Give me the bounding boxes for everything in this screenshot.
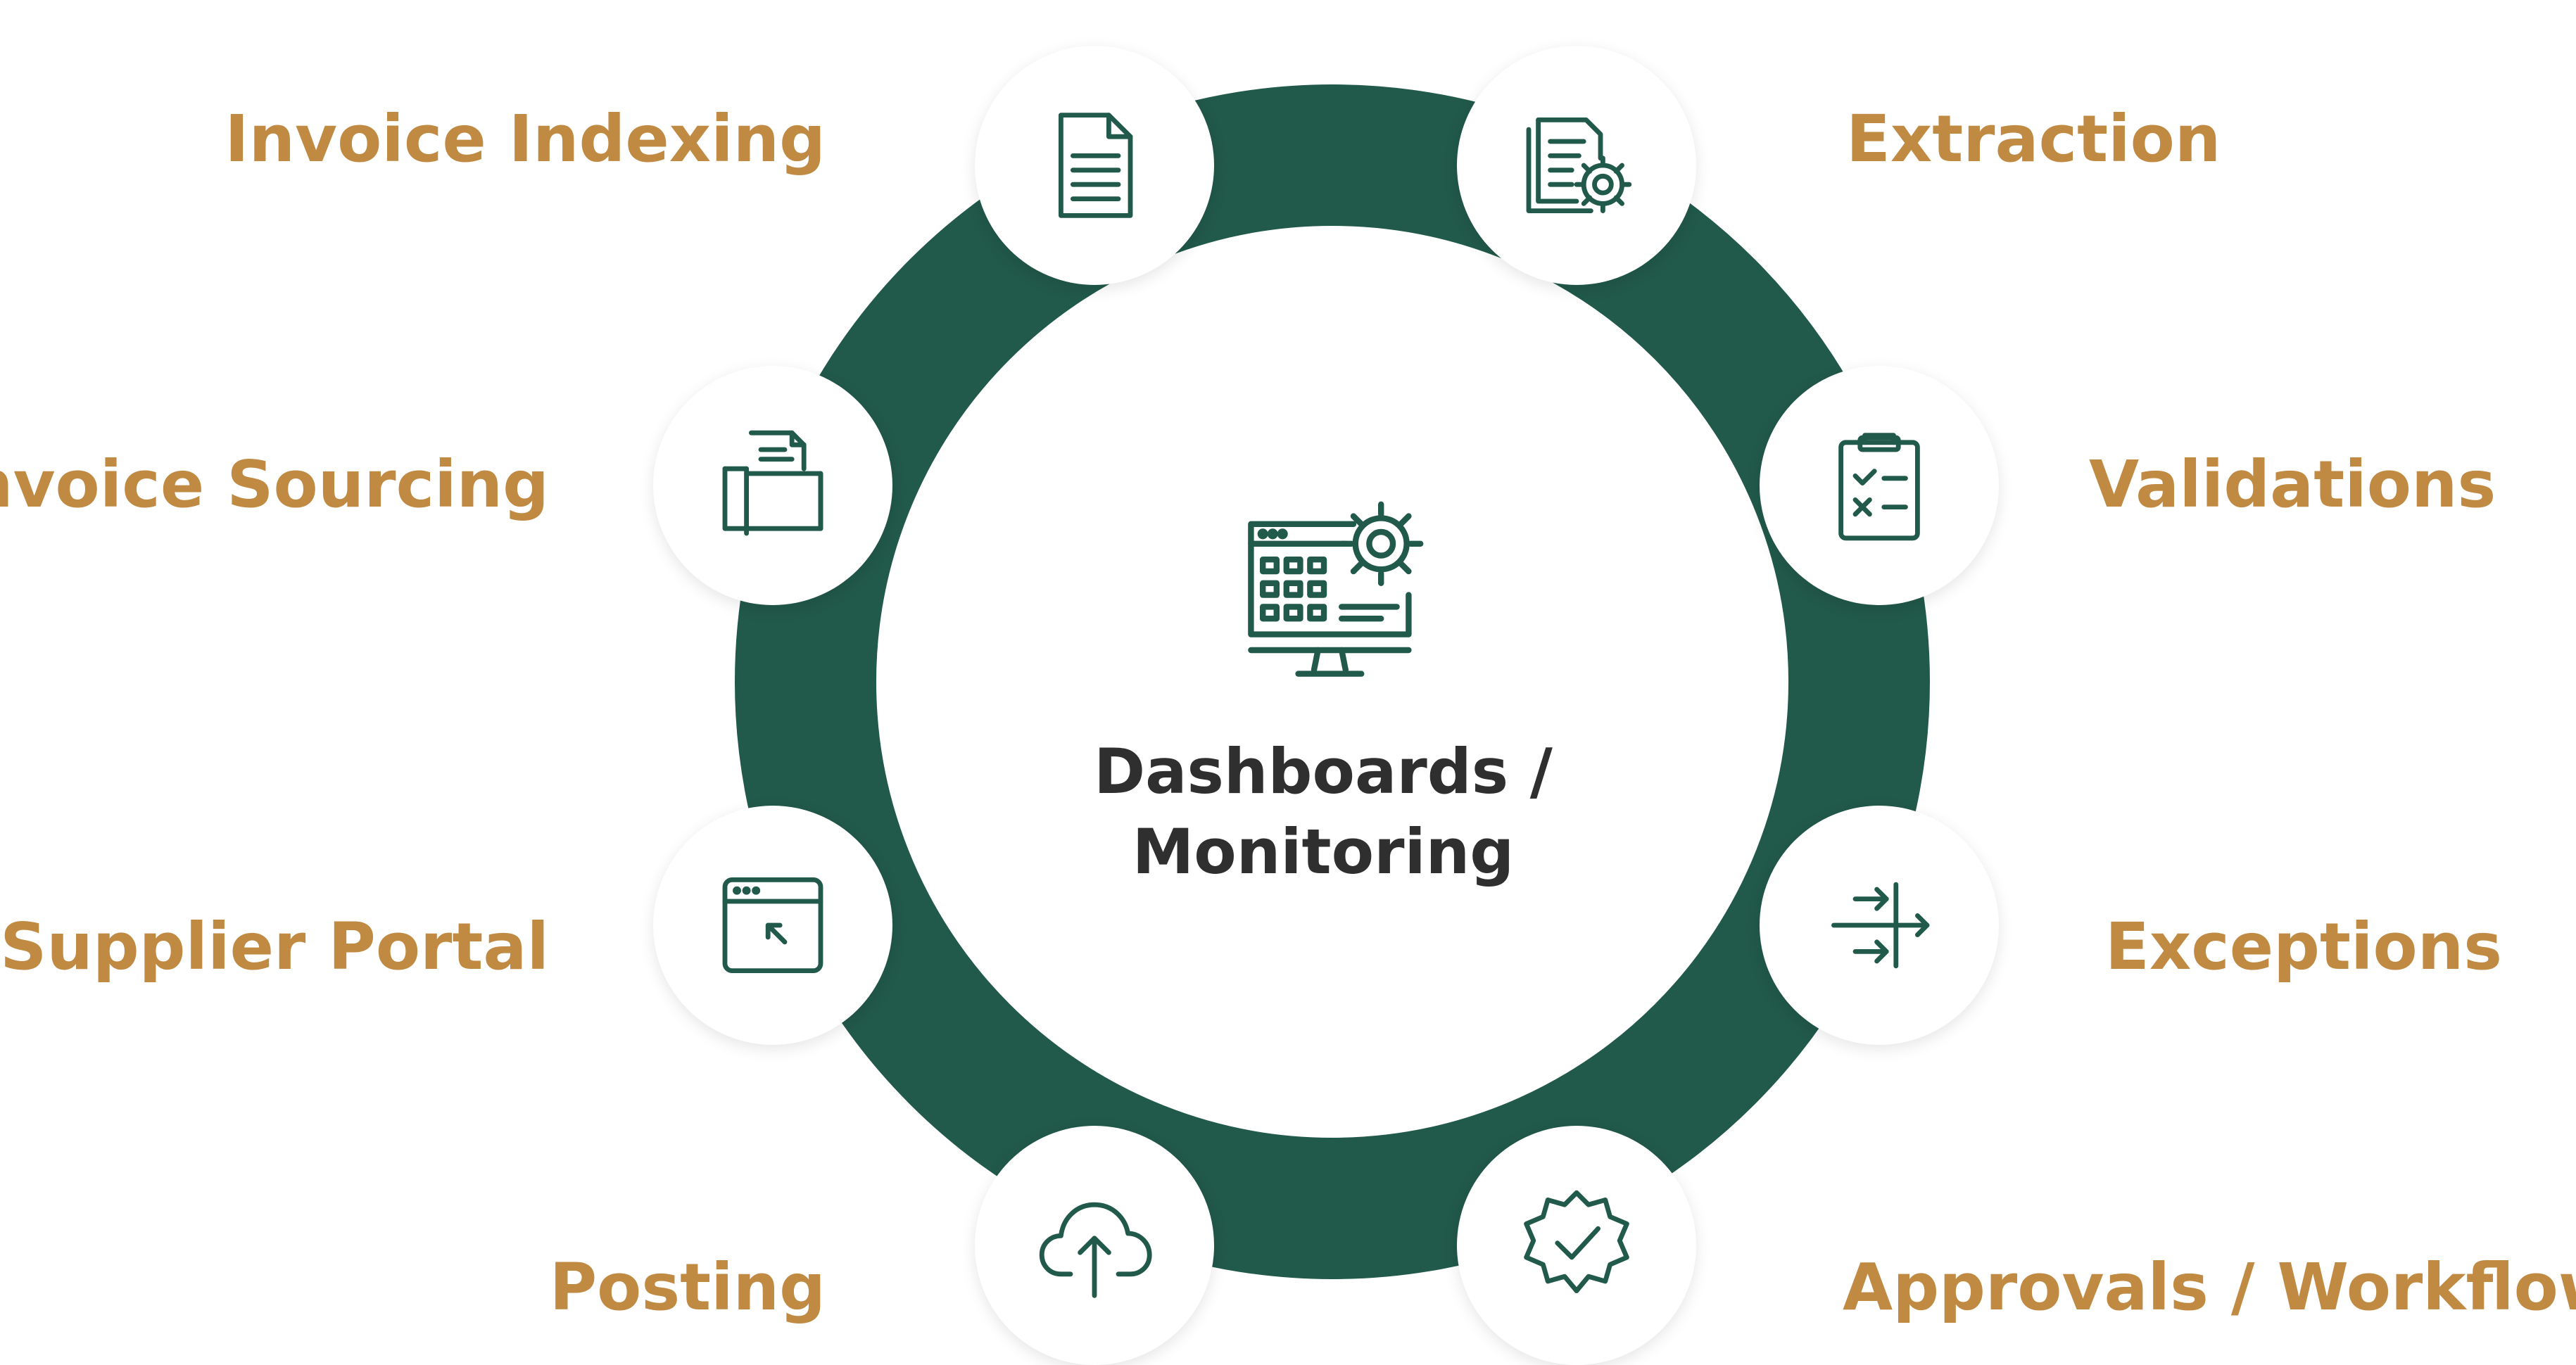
node-exceptions	[1760, 806, 1999, 1045]
node-validations	[1760, 366, 1999, 605]
label-invoice-indexing: Invoice Indexing	[225, 101, 826, 177]
node-supplier-portal	[653, 806, 892, 1045]
arrows-to-bar-icon	[1831, 882, 1930, 969]
document-icon	[1059, 113, 1133, 218]
node-invoice-indexing	[975, 46, 1214, 285]
label-approvals-workflows: Approvals / Workflows	[1843, 1250, 2576, 1325]
center-title-line2: Monitoring	[1132, 815, 1515, 889]
dashboard-monitor-gear-icon	[1248, 501, 1424, 677]
label-exceptions: Exceptions	[2105, 909, 2502, 984]
node-invoice-sourcing	[653, 366, 892, 605]
node-approvals-workflows	[1457, 1126, 1696, 1365]
badge-check-icon	[1524, 1190, 1629, 1293]
cloud-upload-icon	[1039, 1202, 1152, 1298]
node-posting	[975, 1126, 1214, 1365]
label-posting: Posting	[549, 1250, 826, 1325]
clipboard-checklist-icon	[1838, 433, 1920, 541]
label-validations: Validations	[2089, 447, 2496, 522]
label-invoice-sourcing: Invoice Sourcing	[0, 447, 549, 522]
browser-window-icon	[722, 877, 823, 973]
center-title: Dashboards / Monitoring	[1021, 732, 1626, 893]
label-extraction: Extraction	[1846, 101, 2221, 177]
folder-documents-icon	[722, 430, 823, 536]
center-title-line1: Dashboards /	[1094, 735, 1553, 808]
label-supplier-portal: Supplier Portal	[0, 909, 549, 984]
node-extraction	[1457, 46, 1696, 285]
document-gear-icon	[1526, 118, 1632, 213]
